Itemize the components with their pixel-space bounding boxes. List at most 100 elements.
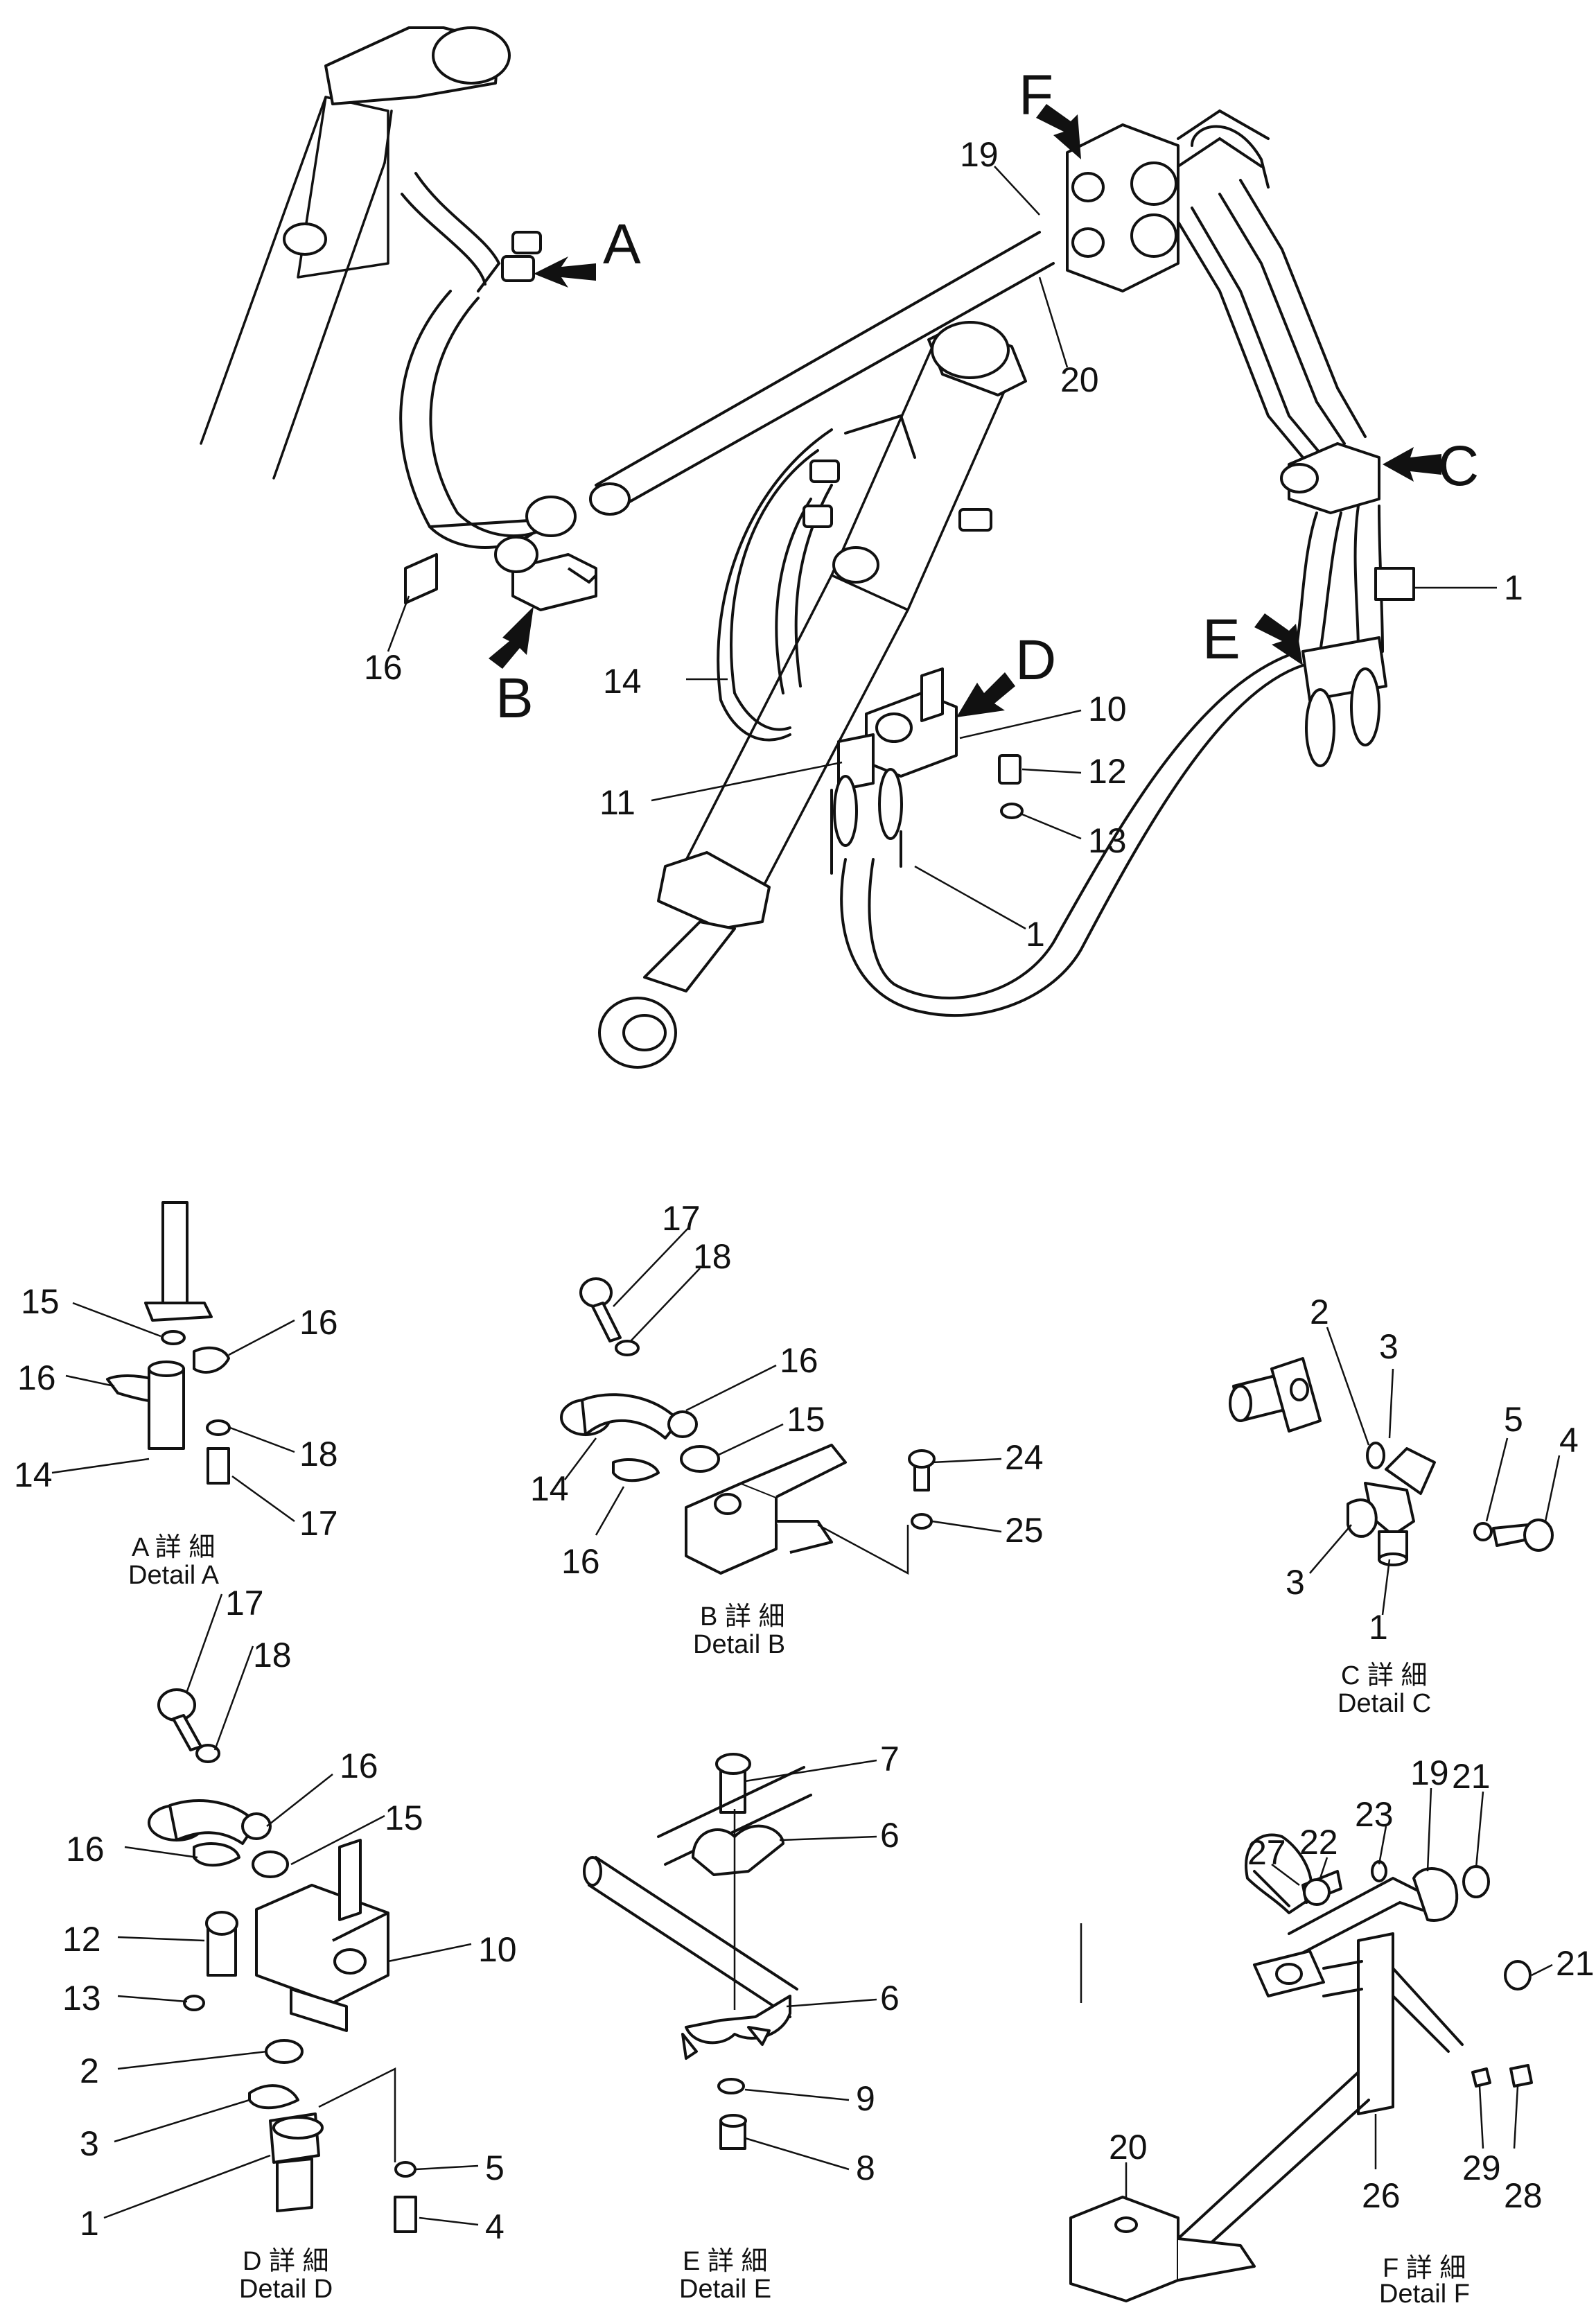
- detail-a-label-16-left: 16: [17, 1358, 56, 1397]
- detail-f-caption-en: Detail F: [1379, 2280, 1470, 2307]
- detail-b-label-24: 24: [1005, 1438, 1044, 1477]
- detail-a-label-15: 15: [21, 1282, 60, 1321]
- right-pipes-to-c: [1177, 179, 1380, 514]
- detail-e-caption-jp: E 詳 細: [683, 2247, 767, 2276]
- arm-hoses: [717, 414, 916, 742]
- arrow-f: [1036, 104, 1081, 159]
- detail-c-label-2: 2: [1310, 1293, 1329, 1331]
- detail-f-label-21-top: 21: [1452, 1757, 1491, 1796]
- long-pipe-b-to-f: [589, 231, 1055, 516]
- detail-c-caption-jp: C 詳 細: [1341, 1661, 1428, 1690]
- detail-f-caption-jp: F 詳 細: [1383, 2254, 1466, 2283]
- callout-f: F: [1019, 64, 1053, 127]
- detail-b-caption-jp: B 詳 細: [700, 1602, 784, 1631]
- detail-c-label-5: 5: [1504, 1400, 1523, 1439]
- detail-b-caption-en: Detail B: [693, 1630, 785, 1659]
- detail-f-label-21-right: 21: [1556, 1944, 1595, 1983]
- main-label-12: 12: [1088, 752, 1127, 791]
- detail-e-caption-en: Detail E: [679, 2275, 771, 2304]
- detail-a-label-16-right: 16: [299, 1303, 338, 1342]
- detail-b-label-17: 17: [662, 1199, 701, 1238]
- arrow-c: [1383, 447, 1441, 482]
- detail-d-caption-en: Detail D: [239, 2275, 333, 2304]
- detail-d-label-2: 2: [80, 2051, 99, 2090]
- detail-a: 15 16 16 14 18 17 A 詳 細 Detail A: [14, 1201, 338, 1590]
- detail-b-label-18: 18: [693, 1237, 732, 1276]
- upper-hoses-left: [399, 172, 549, 549]
- detail-c-label-4: 4: [1559, 1421, 1579, 1460]
- detail-e-label-6-top: 6: [880, 1816, 900, 1855]
- detail-b-label-14: 14: [530, 1469, 569, 1508]
- detail-a-label-14: 14: [14, 1455, 53, 1494]
- detail-f-label-19: 19: [1410, 1753, 1449, 1792]
- detail-d-caption-jp: D 詳 細: [243, 2247, 329, 2276]
- detail-f-label-20: 20: [1109, 2128, 1148, 2167]
- detail-b-label-25: 25: [1005, 1511, 1044, 1550]
- detail-d-label-15: 15: [385, 1799, 423, 1837]
- detail-d-label-16-left: 16: [66, 1830, 105, 1869]
- detail-d-label-4: 4: [485, 2207, 505, 2246]
- detail-e-label-6-bottom: 6: [880, 1979, 900, 2018]
- callout-c: C: [1438, 435, 1479, 498]
- callout-b: B: [496, 667, 534, 730]
- detail-f-label-23: 23: [1355, 1795, 1394, 1834]
- detail-c: 2 3 5 4 3 1 C 詳 細 Detail C: [1229, 1293, 1579, 1718]
- detail-d-label-13: 13: [62, 1979, 101, 2018]
- detail-c-label-3-top: 3: [1379, 1327, 1398, 1366]
- detail-a-label-17: 17: [299, 1504, 338, 1543]
- detail-b: 17 18 16 15 14 16 24 25 B 詳 細 Detail B: [530, 1199, 1044, 1659]
- hoses-c-to-e: [1295, 505, 1415, 767]
- block-f: [1066, 109, 1270, 292]
- detail-f-label-22: 22: [1299, 1823, 1338, 1862]
- detail-e-label-8: 8: [856, 2149, 875, 2187]
- main-assembly-view: A B C D E F 19 20 16 14 11 10 12 13 1 1: [200, 26, 1523, 1069]
- arrow-b: [489, 606, 534, 669]
- arm-cylinder-center: [598, 321, 1027, 1069]
- detail-f-label-28: 28: [1504, 2176, 1543, 2215]
- detail-d-label-17: 17: [225, 1584, 264, 1622]
- detail-c-caption-en: Detail C: [1338, 1689, 1431, 1718]
- main-label-16: 16: [364, 648, 403, 687]
- detail-c-label-3-bottom: 3: [1286, 1563, 1305, 1602]
- loop-hose-e: [840, 654, 1304, 1017]
- main-label-1-right: 1: [1504, 568, 1523, 607]
- detail-b-label-16-bottom: 16: [561, 1542, 600, 1581]
- callout-e: E: [1202, 608, 1240, 671]
- main-label-1-lower: 1: [1026, 915, 1045, 954]
- main-label-10: 10: [1088, 690, 1127, 728]
- detail-d-label-10: 10: [478, 1930, 517, 1969]
- detail-a-caption-jp: A 詳 細: [132, 1533, 215, 1562]
- detail-d-label-18: 18: [253, 1636, 292, 1674]
- detail-f-label-26: 26: [1362, 2176, 1401, 2215]
- callout-a: A: [603, 213, 641, 276]
- detail-b-label-16-top: 16: [780, 1341, 818, 1380]
- detail-e-label-9: 9: [856, 2079, 875, 2118]
- arrow-d: [956, 672, 1015, 717]
- detail-e: 7 6 6 9 8 E 詳 細 Detail E: [583, 1740, 900, 2304]
- main-label-11: 11: [599, 783, 635, 822]
- main-label-13: 13: [1088, 821, 1127, 860]
- detail-a-label-18: 18: [299, 1435, 338, 1473]
- detail-d: 17 18 16 16 15 12 10 13 2 3 5 1 4 D 詳 細 …: [62, 1584, 517, 2304]
- detail-a-caption-en: Detail A: [128, 1561, 220, 1590]
- main-label-20: 20: [1060, 360, 1099, 399]
- detail-f: 21 19 23 22 27 21 20 29 28 26 F 詳 細 Deta…: [1069, 1753, 1595, 2309]
- arrow-e: [1254, 613, 1303, 665]
- detail-d-label-16-right: 16: [340, 1747, 378, 1785]
- block-b: [404, 496, 597, 611]
- block-d: [830, 667, 1024, 875]
- detail-b-label-15: 15: [787, 1400, 825, 1439]
- callout-d: D: [1015, 629, 1056, 692]
- detail-e-label-7: 7: [880, 1740, 900, 1778]
- detail-f-label-29: 29: [1462, 2149, 1501, 2187]
- main-label-14: 14: [603, 662, 642, 701]
- arrow-a: [534, 256, 596, 288]
- detail-c-label-1: 1: [1369, 1608, 1388, 1647]
- detail-d-label-1: 1: [80, 2204, 99, 2243]
- detail-d-label-12: 12: [62, 1920, 101, 1959]
- main-label-19: 19: [960, 135, 999, 174]
- detail-d-label-3: 3: [80, 2124, 99, 2163]
- detail-d-label-5: 5: [485, 2149, 505, 2187]
